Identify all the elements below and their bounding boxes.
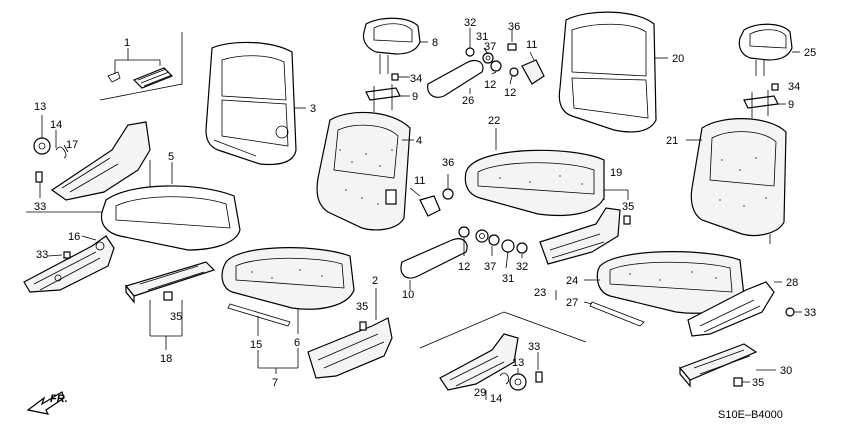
callout-14-bottom: 14 [490, 393, 502, 405]
callout-20: 20 [672, 53, 684, 65]
diagram-code: S10E–B4000 [718, 409, 783, 421]
part-18-seat-rail [124, 261, 216, 350]
callout-18: 18 [160, 353, 172, 365]
callout-22: 22 [488, 115, 500, 127]
part-3-seatback-cover [205, 41, 306, 166]
part-5-seat-cushion [100, 162, 241, 251]
part-fasteners-top [465, 28, 519, 85]
part-13-knob-bottom [499, 352, 543, 391]
part-19-seat-frame [539, 178, 631, 265]
part-24-cushion-pad [555, 251, 745, 314]
callout-33-right: 33 [804, 307, 816, 319]
callout-2: 2 [372, 275, 378, 287]
callout-26: 26 [462, 95, 474, 107]
part-2-side-cover [307, 288, 393, 379]
callout-12-b: 12 [504, 87, 516, 99]
callout-4: 4 [416, 135, 422, 147]
callout-35-left: 35 [170, 311, 182, 323]
foam-texture [251, 149, 767, 281]
callout-13-left: 13 [34, 101, 46, 113]
part-6-cushion-pad [221, 247, 355, 334]
part-16-seat-frame [23, 235, 115, 293]
callout-35-bottom-right: 35 [752, 377, 764, 389]
part-4-seatback-pad [316, 111, 414, 231]
callout-34-right: 34 [788, 81, 800, 93]
callout-9-middle: 9 [412, 91, 418, 103]
callout-27: 27 [566, 297, 578, 309]
callout-10: 10 [402, 289, 414, 301]
part-33-bolt-right [785, 307, 802, 317]
callout-36-top: 36 [508, 21, 520, 33]
callout-5: 5 [168, 151, 174, 163]
part-20-seatback-cover [558, 11, 668, 133]
part-27-wire [583, 301, 645, 327]
callout-30: 30 [780, 365, 792, 377]
callout-34-middle: 34 [410, 73, 422, 85]
callout-12-c: 12 [458, 261, 470, 273]
part-22-seat-cushion [464, 128, 605, 217]
callout-33-left: 33 [34, 201, 46, 213]
callout-31-top: 31 [476, 31, 488, 43]
callout-23: 23 [534, 287, 546, 299]
callout-16: 16 [68, 231, 80, 243]
part-10-armrest-lower [400, 238, 468, 290]
callout-33-bottom: 33 [528, 341, 540, 353]
callout-36-middle: 36 [442, 157, 454, 169]
callout-24: 24 [566, 275, 578, 287]
callout-1: 1 [124, 37, 130, 49]
part-8-headrest-middle [362, 17, 428, 74]
part-30-seat-rail [678, 343, 776, 388]
front-direction-arrow: FR. [26, 391, 68, 415]
callout-25: 25 [804, 47, 816, 59]
part-15-wire [227, 303, 299, 374]
callout-7: 7 [272, 377, 278, 389]
callout-37-lower: 37 [484, 261, 496, 273]
callout-29: 29 [474, 387, 486, 399]
part-25-headrest-right [738, 23, 800, 76]
callout-14-left: 14 [50, 119, 62, 131]
part-11-knob-top [521, 51, 545, 85]
callout-9-right: 9 [788, 99, 794, 111]
part-28-side-cover [687, 281, 782, 337]
callout-31-lower: 31 [502, 273, 514, 285]
callout-35-right-center: 35 [622, 201, 634, 213]
callout-3: 3 [310, 103, 316, 115]
part-26-armrest [427, 59, 484, 98]
callout-21: 21 [666, 135, 678, 147]
callout-35-middle: 35 [356, 301, 368, 313]
part-29-recliner [419, 311, 587, 400]
callout-33-mid-left: 33 [36, 249, 48, 261]
callout-12-a: 12 [484, 79, 496, 91]
callout-13-bottom: 13 [512, 357, 524, 369]
callout-labels: 1 2 3 4 5 6 7 8 9 9 10 11 11 12 12 12 13… [34, 17, 816, 405]
part-11-knob-middle [409, 174, 454, 217]
part-fasteners-lower [458, 226, 528, 269]
part-21-seatback-pad [686, 118, 787, 244]
callout-17: 17 [66, 139, 78, 151]
callout-19: 19 [610, 167, 622, 179]
callout-6: 6 [294, 337, 300, 349]
callout-15: 15 [250, 339, 262, 351]
callout-32-lower: 32 [516, 261, 528, 273]
callout-11-top: 11 [526, 39, 537, 51]
callout-37-top: 37 [484, 41, 496, 53]
part-9-headrest-guide-middle [365, 73, 410, 112]
part-9-headrest-guide-right [743, 83, 786, 118]
part-1-clip-set [99, 32, 183, 101]
callout-8: 8 [432, 37, 438, 49]
callout-32-top: 32 [464, 17, 476, 29]
callout-28: 28 [786, 277, 798, 289]
callout-11-middle: 11 [414, 175, 425, 187]
direction-label: FR. [50, 393, 68, 405]
